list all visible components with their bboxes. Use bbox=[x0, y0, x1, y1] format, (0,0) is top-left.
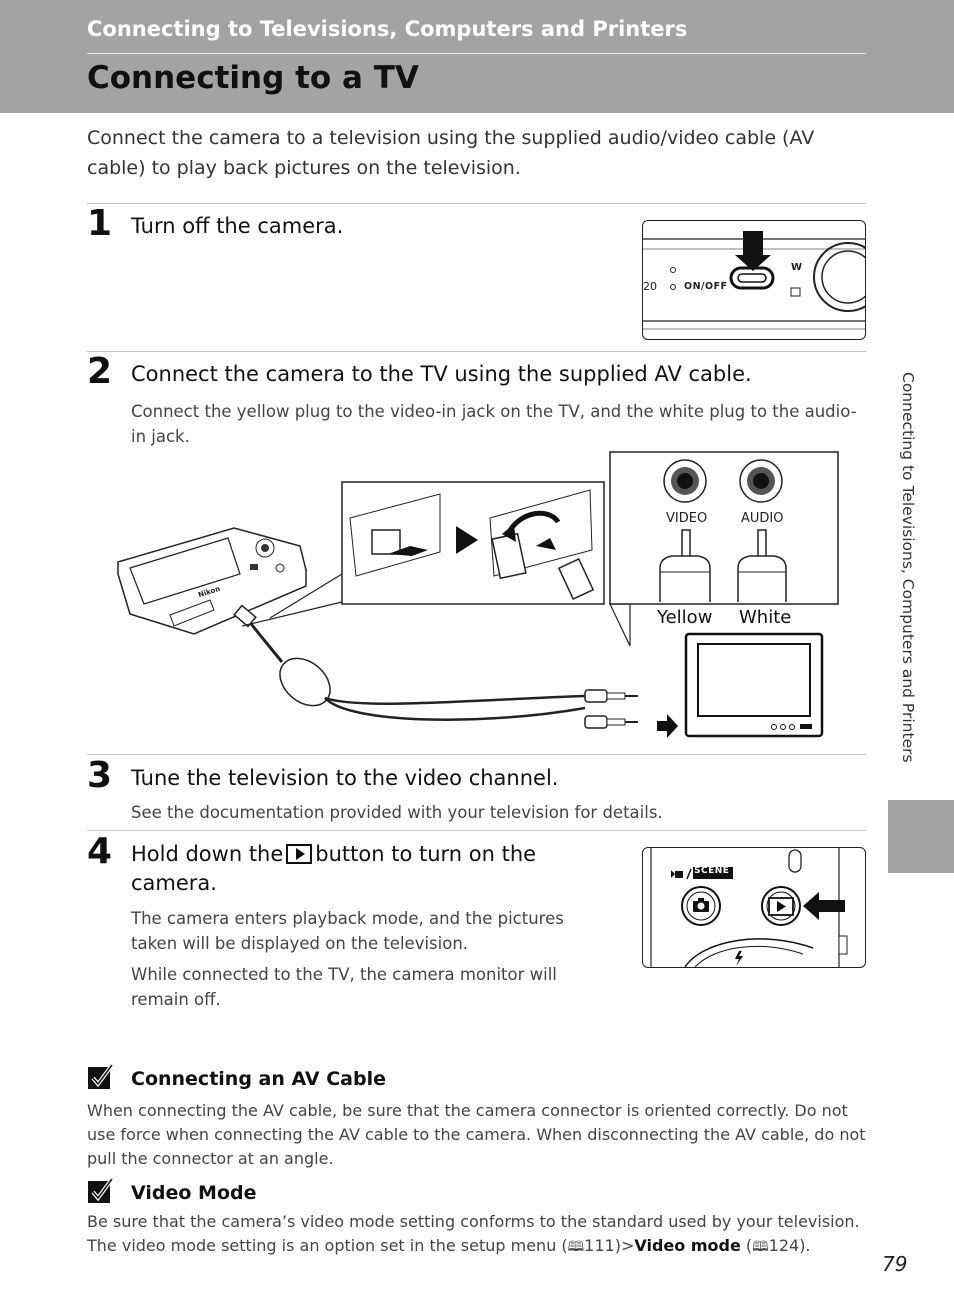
yellow-plug-label: Yellow bbox=[657, 607, 713, 628]
onoff-label: ON/OFF bbox=[684, 281, 728, 292]
side-tab-marker bbox=[888, 800, 954, 873]
book-ref-icon: 🕮 bbox=[752, 1239, 769, 1255]
step-title-3: Tune the television to the video channel… bbox=[131, 766, 559, 790]
book-ref-icon: 🕮 bbox=[567, 1239, 585, 1255]
section-title: Connecting to Televisions, Computers and… bbox=[87, 17, 688, 41]
page-number: 79 bbox=[882, 1252, 908, 1276]
playback-button-icon bbox=[286, 844, 313, 864]
step-body-4b: While connected to the TV, the camera mo… bbox=[131, 965, 557, 1009]
step-number-4: 4 bbox=[87, 831, 113, 872]
figure-playback-button: SCENE bbox=[642, 847, 866, 968]
step-title-4-pre: Hold down the bbox=[131, 842, 284, 866]
chapter-header bbox=[0, 0, 954, 113]
step-divider bbox=[87, 754, 866, 755]
video-jack-label: VIDEO bbox=[666, 511, 708, 526]
note-heading-video-mode: Video Mode bbox=[131, 1182, 257, 1204]
note-body-av-cable: When connecting the AV cable, be sure th… bbox=[87, 1101, 866, 1168]
caution-icon bbox=[87, 1177, 115, 1209]
page-ref-video-mode[interactable]: 124 bbox=[768, 1236, 800, 1255]
side-tab-label: Connecting to Televisions, Computers and… bbox=[899, 372, 917, 763]
step-divider bbox=[87, 203, 866, 204]
note-text: ( bbox=[740, 1236, 753, 1255]
zoom-w-label: W bbox=[791, 262, 803, 273]
figure-edge-label: 20 bbox=[643, 280, 657, 293]
step-body-4a: The camera enters playback mode, and the… bbox=[131, 909, 564, 953]
side-tab: Connecting to Televisions, Computers and… bbox=[895, 372, 917, 792]
note-body-video-mode: Be sure that the camera’s video mode set… bbox=[87, 1210, 877, 1259]
step-title-1: Turn off the camera. bbox=[131, 214, 344, 238]
header-divider bbox=[87, 53, 866, 54]
page-title: Connecting to a TV bbox=[87, 60, 419, 96]
step-divider bbox=[87, 351, 866, 352]
audio-jack-label: AUDIO bbox=[741, 511, 784, 526]
note-text: )> bbox=[614, 1236, 635, 1255]
note-text: Be sure that the camera’s video mode set… bbox=[87, 1212, 860, 1255]
step-number-3: 3 bbox=[87, 755, 113, 796]
step-number-2: 2 bbox=[87, 351, 113, 392]
video-mode-term: Video mode bbox=[634, 1236, 741, 1255]
page-ref-setup-menu[interactable]: 111 bbox=[584, 1236, 615, 1255]
intro-paragraph: Connect the camera to a television using… bbox=[87, 127, 815, 179]
step-number-1: 1 bbox=[87, 203, 113, 244]
caution-icon bbox=[87, 1063, 115, 1095]
white-plug-label: White bbox=[739, 607, 792, 628]
av-connection-drawing bbox=[117, 451, 839, 738]
step-body-3: See the documentation provided with your… bbox=[131, 803, 663, 822]
step-body-2: Connect the yellow plug to the video-in … bbox=[131, 402, 857, 446]
step-divider bbox=[87, 830, 866, 831]
step-title-4-post: button to turn on the camera. bbox=[131, 842, 537, 895]
figure-av-connection: Nikon VIDEO AUDIO Yellow White bbox=[110, 450, 842, 744]
step-title-2: Connect the camera to the TV using the s… bbox=[131, 362, 752, 386]
scene-label: SCENE bbox=[694, 866, 730, 876]
figure-power-switch: 20 ON/OFF W bbox=[642, 220, 866, 340]
note-text: ). bbox=[799, 1236, 811, 1255]
note-heading-av-cable: Connecting an AV Cable bbox=[131, 1068, 386, 1090]
